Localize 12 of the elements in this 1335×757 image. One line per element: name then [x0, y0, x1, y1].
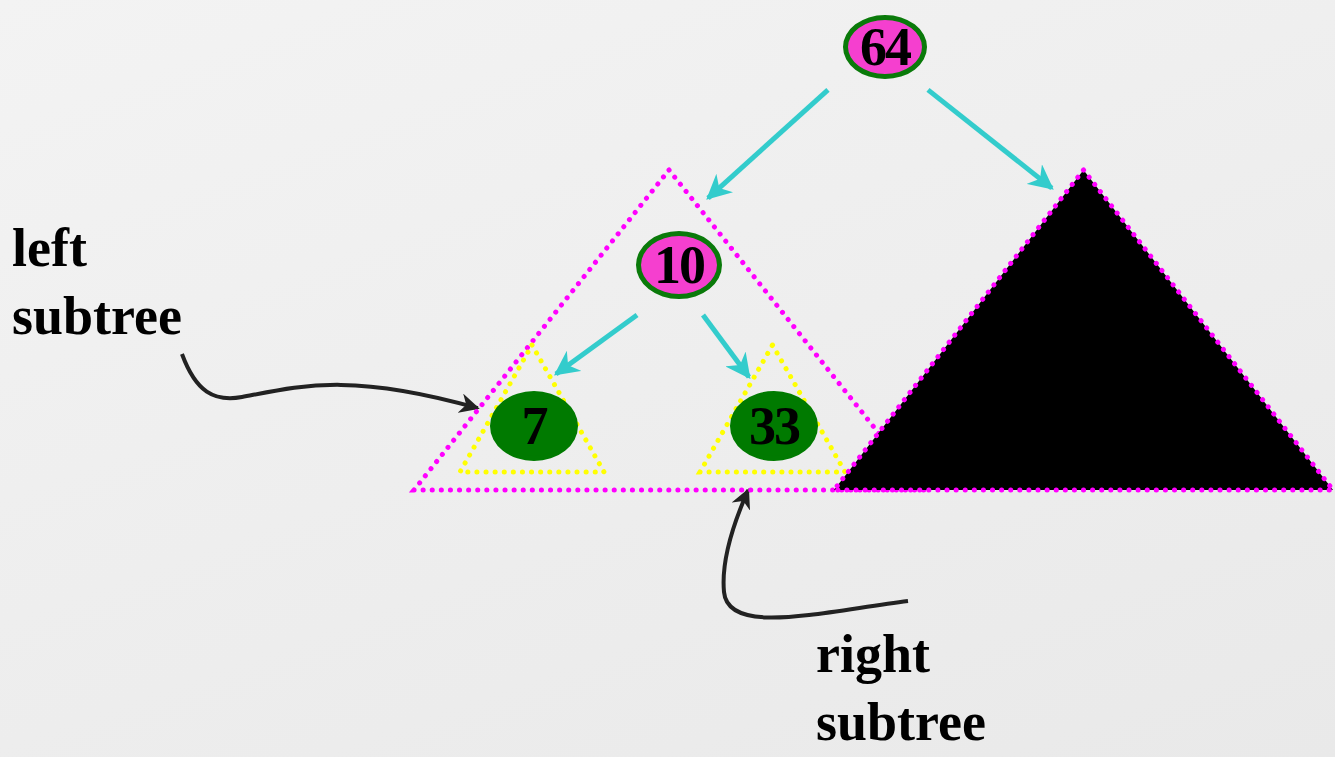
node-value: 64 — [860, 20, 910, 74]
node-value: 33 — [749, 399, 799, 453]
subtree-label: left subtree — [12, 217, 183, 348]
arrow — [926, 87, 1054, 191]
leader-line — [180, 353, 480, 414]
leader-line — [721, 488, 909, 620]
arrow — [701, 313, 751, 380]
arrow — [553, 312, 639, 377]
node-value: 10 — [654, 238, 704, 292]
node-value: 7 — [521, 399, 547, 453]
arrow — [706, 88, 830, 200]
subtree-label: right subtree — [816, 623, 987, 754]
